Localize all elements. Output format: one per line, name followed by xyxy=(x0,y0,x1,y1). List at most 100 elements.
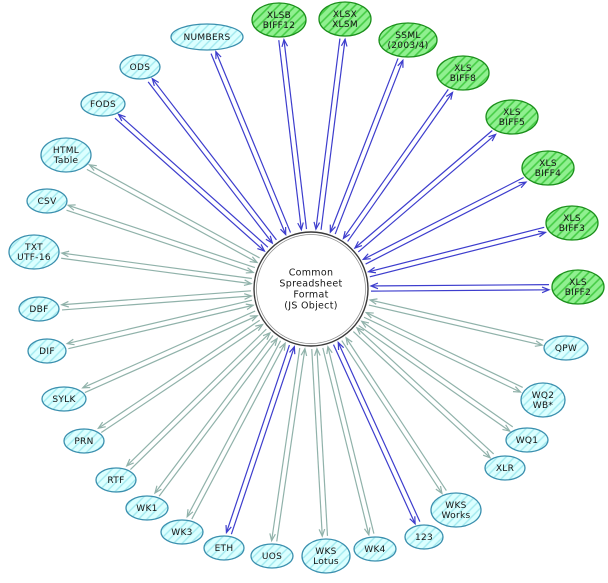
node-shape-xls-biff8 xyxy=(436,55,490,91)
edge-arrowhead-xls-biff5 xyxy=(353,241,363,250)
edge-arrowhead-dif xyxy=(65,338,75,346)
edge-arrowhead-wks-lotus xyxy=(318,528,326,538)
edge-arrowhead-xlr xyxy=(355,326,365,335)
edge-line-dif xyxy=(66,299,253,345)
edge-line-xls-biff2 xyxy=(370,284,549,287)
edge-arrowhead-wk1 xyxy=(270,337,279,346)
edge-line-wks-lotus xyxy=(316,348,329,536)
edge-arrowhead-xlsb-biff12 xyxy=(297,222,304,232)
edge-arrowhead-prn xyxy=(255,323,264,332)
edge-line-ods xyxy=(147,81,273,244)
edge-arrowhead-csv xyxy=(66,204,76,211)
edge-arrowhead-fods xyxy=(257,244,266,253)
edge-arrowhead-html-table xyxy=(249,256,259,264)
node-shape-wks-lotus xyxy=(301,538,351,574)
edge-line-dbf xyxy=(61,295,252,311)
edge-line-ods xyxy=(151,78,277,241)
node-shape-xls-biff5 xyxy=(485,99,539,135)
edge-arrowhead-xls-biff4 xyxy=(518,181,528,189)
edge-line-xls-biff8 xyxy=(347,92,454,242)
node-wk4: WK4 xyxy=(353,536,397,562)
edge-line-numbers xyxy=(215,51,292,233)
node-label-wq1: WQ1 xyxy=(516,436,539,446)
edge-arrowhead-xlsb-biff12 xyxy=(281,38,289,48)
edge-line-xlsx-xlsm xyxy=(320,39,346,230)
edge-line-xls-biff4 xyxy=(365,181,527,265)
edge-arrowhead-xls-biff4 xyxy=(361,253,371,261)
node-label-ods: ODS xyxy=(130,63,151,73)
node-shape-csv xyxy=(26,188,68,214)
node-label-123: 123 xyxy=(415,533,433,543)
node-ods: ODS xyxy=(119,54,161,80)
edge-line-eth xyxy=(230,346,295,535)
edge-line-wk4 xyxy=(322,347,370,535)
edge-line-xls-biff5 xyxy=(354,130,493,249)
edge-line-eth xyxy=(225,344,290,533)
node-rtf: RTF xyxy=(95,467,137,493)
edge-arrowhead-numbers xyxy=(215,50,222,60)
edge-arrowhead-txt-utf16 xyxy=(243,279,253,287)
node-shape-rtf xyxy=(95,467,137,493)
node-shape-xls-biff3 xyxy=(545,205,599,241)
edge-arrowhead-wk1 xyxy=(154,485,162,495)
node-label-uos: UOS xyxy=(262,552,282,562)
edge-line-ssml-2003-4 xyxy=(329,58,399,233)
edge-arrowhead-xlr xyxy=(482,450,492,459)
edge-arrowhead-wq1 xyxy=(360,320,370,328)
node-shape-fods xyxy=(80,91,126,117)
edge-line-html-table xyxy=(89,164,260,259)
edge-arrowhead-wk4 xyxy=(363,527,371,537)
node-label-sylk: SYLK xyxy=(52,395,76,405)
edge-line-prn xyxy=(98,319,261,429)
edge-line-xlsb-biff12 xyxy=(283,39,308,230)
edge-line-numbers xyxy=(210,53,287,235)
edge-line-xls-biff4 xyxy=(362,176,524,260)
edge-line-txt-utf16 xyxy=(61,257,252,285)
node-shape-txt-utf16 xyxy=(8,234,60,270)
edge-arrowhead-ods xyxy=(151,77,160,87)
edge-line-xlsx-xlsm xyxy=(315,38,341,230)
edge-line-fods xyxy=(118,113,269,248)
node-label-prn: PRN xyxy=(74,437,93,447)
edge-line-wks-works xyxy=(341,340,443,494)
edge-arrowhead-xlsx-xlsm xyxy=(340,37,348,47)
node-label-dbf: DBF xyxy=(29,305,48,315)
edge-line-qpw xyxy=(369,299,544,341)
edge-arrowhead-rtf xyxy=(125,458,134,467)
edge-arrowhead-wks-lotus xyxy=(314,347,321,357)
node-label-csv: CSV xyxy=(37,197,57,207)
edge-arrowhead-dbf xyxy=(244,293,253,300)
edge-arrowhead-sylk xyxy=(249,315,259,322)
node-uos: UOS xyxy=(250,543,294,569)
node-label-ssml-2003-4: SSML(2003/4) xyxy=(387,31,428,51)
node-label-numbers: NUMBERS xyxy=(183,33,230,43)
edge-arrowhead-ssml-2003-4 xyxy=(397,58,404,68)
node-fods: FODS xyxy=(80,91,126,117)
edge-arrowhead-ods xyxy=(265,235,274,245)
edge-line-wk1 xyxy=(158,338,278,497)
edge-line-rtf xyxy=(129,332,271,470)
edge-arrowhead-wk4 xyxy=(326,345,333,355)
node-shape-wk1 xyxy=(125,495,169,521)
edge-arrowhead-wq2-wb xyxy=(364,311,374,319)
edge-arrowhead-fods xyxy=(117,113,126,122)
node-shape-numbers xyxy=(170,23,244,51)
edge-arrowhead-123 xyxy=(409,516,416,526)
node-shape-xlr xyxy=(484,455,526,481)
edge-line-qpw xyxy=(368,304,543,346)
